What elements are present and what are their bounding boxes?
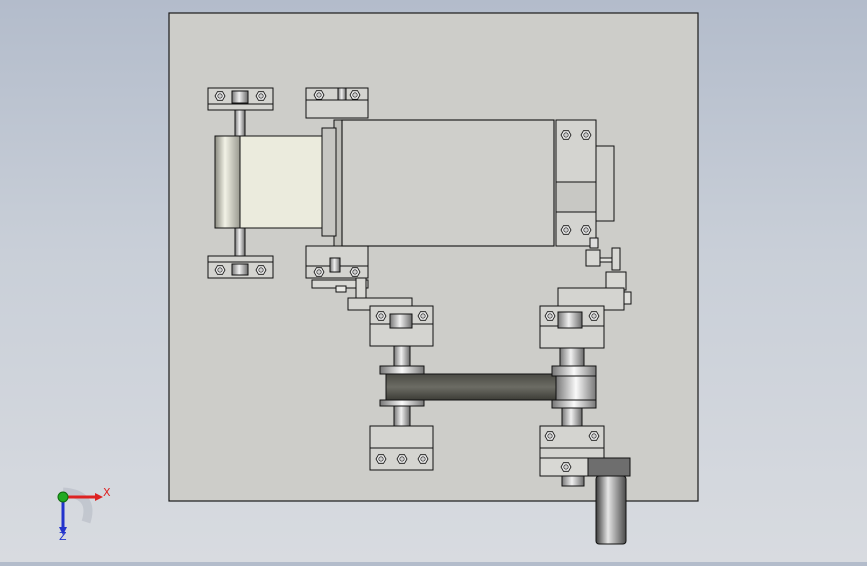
motor-housing[interactable] [341,119,555,247]
y-axis-origin [57,491,69,503]
roller-drum[interactable] [214,135,241,229]
timing-pulley[interactable] [379,365,425,375]
cylinder-rod[interactable] [587,457,631,545]
timing-belt[interactable] [385,373,559,401]
roller-assembly[interactable] [207,87,337,279]
bearing-block[interactable] [539,425,605,459]
pulley-assembly[interactable] [539,305,605,487]
sensor-bracket[interactable] [557,247,632,311]
timing-pulley[interactable] [551,365,597,377]
z-axis-label: Z [59,530,67,543]
axis-triad [57,487,103,535]
motor-assembly[interactable] [305,87,615,279]
x-axis-label: X [103,486,111,499]
conveyor-belt[interactable] [239,135,337,229]
